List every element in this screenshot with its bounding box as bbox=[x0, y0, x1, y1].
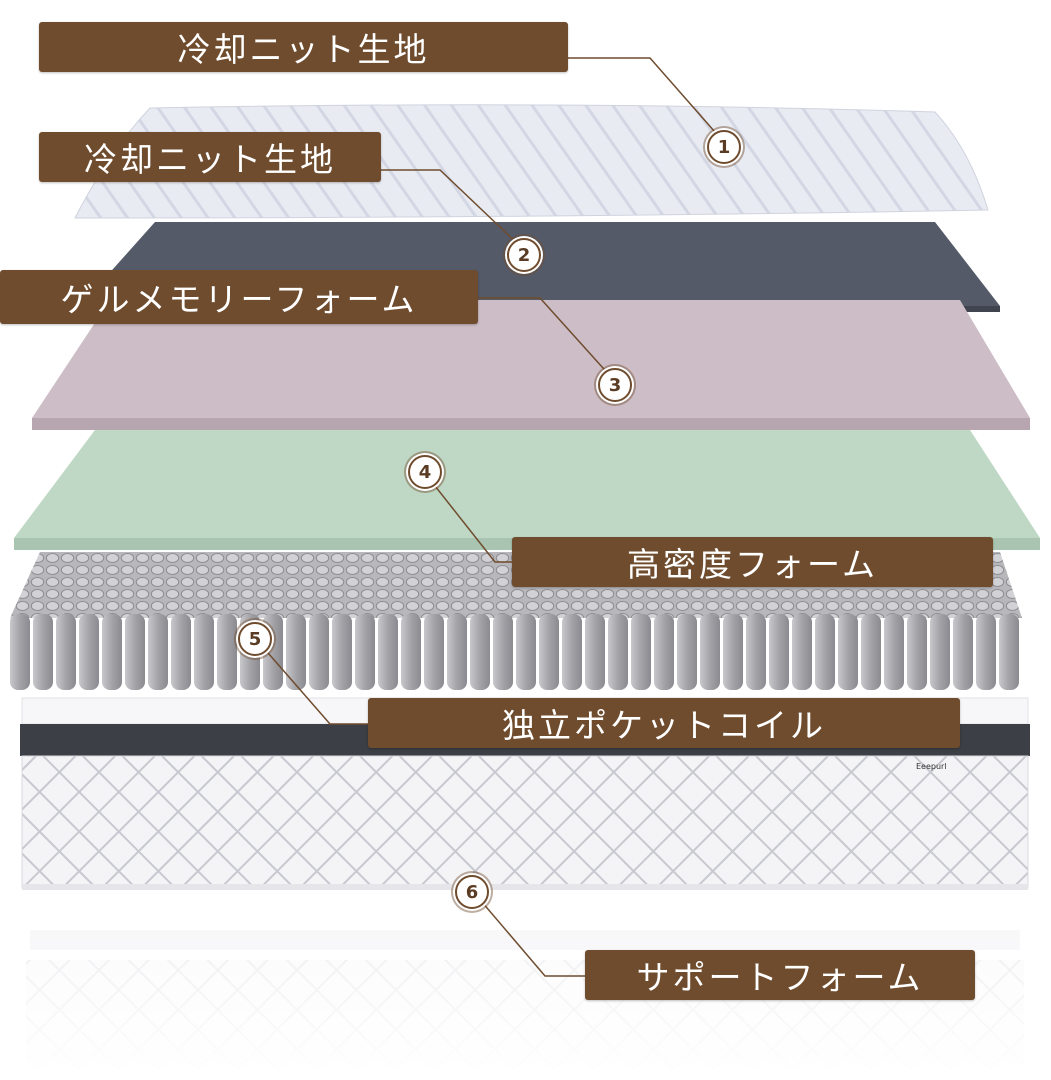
coil-column bbox=[194, 614, 214, 690]
coil-column bbox=[792, 614, 812, 690]
coil-column bbox=[723, 614, 743, 690]
coil-column bbox=[309, 614, 329, 690]
badge-layer-2: 2 bbox=[507, 238, 541, 272]
coil-column bbox=[815, 614, 835, 690]
coil-column bbox=[286, 614, 306, 690]
coil-column bbox=[447, 614, 467, 690]
coil-column bbox=[562, 614, 582, 690]
label-layer-2: 冷却ニット生地 bbox=[39, 132, 381, 182]
coil-column bbox=[953, 614, 973, 690]
coil-column bbox=[56, 614, 76, 690]
layer-6-quilted-side bbox=[21, 755, 1029, 889]
coil-column bbox=[631, 614, 651, 690]
coil-column bbox=[746, 614, 766, 690]
coil-column bbox=[148, 614, 168, 690]
leader-lines bbox=[254, 57, 723, 977]
label-layer-4: 高密度フォーム bbox=[512, 537, 993, 587]
coil-column bbox=[424, 614, 444, 690]
coil-column bbox=[125, 614, 145, 690]
label-layer-6: サポートフォーム bbox=[585, 950, 975, 1000]
coil-column bbox=[401, 614, 421, 690]
coil-column bbox=[332, 614, 352, 690]
coil-column bbox=[999, 614, 1019, 690]
coil-column bbox=[585, 614, 605, 690]
layer-4-high-density-foam bbox=[14, 430, 1040, 538]
coil-column bbox=[102, 614, 122, 690]
badge-layer-1: 1 bbox=[707, 130, 741, 164]
coil-column bbox=[608, 614, 628, 690]
coil-column bbox=[884, 614, 904, 690]
label-layer-5: 独立ポケットコイル bbox=[368, 698, 960, 748]
coil-column bbox=[33, 614, 53, 690]
layer-5-coil-columns bbox=[10, 614, 1019, 690]
coil-column bbox=[769, 614, 789, 690]
coil-column bbox=[907, 614, 927, 690]
coil-column bbox=[930, 614, 950, 690]
coil-column bbox=[171, 614, 191, 690]
layer-3-gel-memory-foam bbox=[32, 300, 1030, 418]
coil-column bbox=[217, 614, 237, 690]
coil-column bbox=[654, 614, 674, 690]
badge-layer-5: 5 bbox=[238, 622, 272, 656]
coil-column bbox=[516, 614, 536, 690]
label-layer-3: ゲルメモリーフォーム bbox=[0, 270, 478, 324]
coil-column bbox=[493, 614, 513, 690]
badge-layer-3: 3 bbox=[598, 368, 632, 402]
coil-column bbox=[470, 614, 490, 690]
coil-column bbox=[355, 614, 375, 690]
badge-layer-4: 4 bbox=[408, 455, 442, 489]
coil-column bbox=[976, 614, 996, 690]
brand-tag: Eeepurl bbox=[916, 762, 947, 771]
coil-column bbox=[79, 614, 99, 690]
badge-layer-6: 6 bbox=[455, 875, 489, 909]
coil-column bbox=[861, 614, 881, 690]
coil-column bbox=[10, 614, 30, 690]
coil-column bbox=[838, 614, 858, 690]
coil-column bbox=[539, 614, 559, 690]
coil-column bbox=[677, 614, 697, 690]
coil-column bbox=[700, 614, 720, 690]
coil-column bbox=[378, 614, 398, 690]
label-layer-1: 冷却ニット生地 bbox=[39, 22, 568, 72]
